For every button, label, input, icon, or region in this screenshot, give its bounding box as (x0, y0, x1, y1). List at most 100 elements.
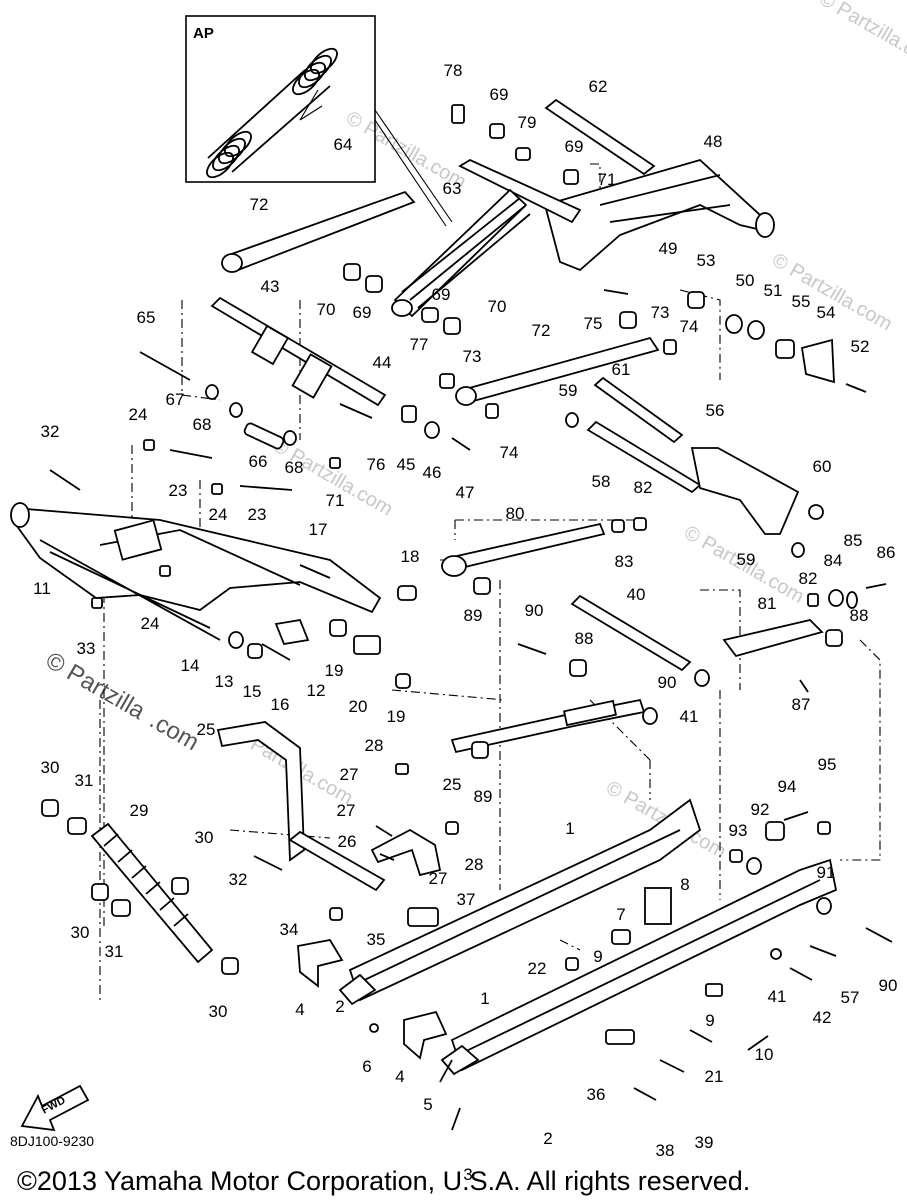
part-callout-85: 85 (844, 531, 863, 550)
part-callout-30: 30 (71, 923, 90, 942)
part-callout-66: 66 (249, 452, 268, 471)
part-callout-86: 86 (877, 543, 896, 562)
part-callout-27: 27 (340, 765, 359, 784)
part-callout-71: 71 (598, 170, 617, 189)
part-callout-39: 39 (695, 1133, 714, 1152)
part-callout-38: 38 (656, 1141, 675, 1160)
part-callout-89: 89 (464, 606, 483, 625)
part-callout-32: 32 (41, 422, 60, 441)
guard-part (297, 939, 344, 988)
parts: FWD (10, 98, 893, 1132)
part-callout-56: 56 (706, 401, 725, 420)
part-callout-19: 19 (387, 707, 406, 726)
part-callout-53: 53 (697, 251, 716, 270)
part-callout-25: 25 (197, 720, 216, 739)
part-callout-3: 3 (463, 1165, 472, 1184)
part-callout-23: 23 (169, 481, 188, 500)
part-callout-70: 70 (317, 300, 336, 319)
part-callout-76: 76 (367, 455, 386, 474)
part-callout-19: 19 (325, 661, 344, 680)
part-callout-63: 63 (443, 179, 462, 198)
part-callout-24: 24 (129, 405, 148, 424)
part-callout-58: 58 (592, 472, 611, 491)
part-callout-23: 23 (248, 505, 267, 524)
part-callout-26: 26 (338, 832, 357, 851)
shaft-part (544, 98, 656, 176)
part-callout-55: 55 (792, 292, 811, 311)
part-callout-52: 52 (851, 337, 870, 356)
part-callout-54: 54 (817, 303, 836, 322)
part-callout-49: 49 (659, 239, 678, 258)
part-callout-35: 35 (367, 930, 386, 949)
part-callout-30: 30 (209, 1002, 228, 1021)
copyright-notice: ©2013 Yamaha Motor Corporation, U.S.A. A… (17, 1166, 750, 1196)
inset-ap: AP (185, 15, 376, 183)
part-callout-16: 16 (271, 695, 290, 714)
part-callout-93: 93 (729, 821, 748, 840)
shaft-part (446, 522, 606, 572)
part-callout-77: 77 (410, 335, 429, 354)
part-callout-65: 65 (137, 308, 156, 327)
part-callout-57: 57 (841, 988, 860, 1007)
part-callout-27: 27 (429, 869, 448, 888)
part-callout-59: 59 (559, 381, 578, 400)
part-callout-41: 41 (680, 707, 699, 726)
part-callout-68: 68 (193, 415, 212, 434)
part-callout-28: 28 (465, 855, 484, 874)
part-callout-91: 91 (817, 863, 836, 882)
part-callout-70: 70 (488, 297, 507, 316)
part-callout-2: 2 (335, 997, 344, 1016)
part-callout-36: 36 (587, 1085, 606, 1104)
bolts (49, 289, 893, 1131)
part-callout-17: 17 (309, 520, 328, 539)
part-callout-4: 4 (295, 1000, 304, 1019)
part-callout-61: 61 (612, 360, 631, 379)
part-callout-95: 95 (818, 755, 837, 774)
part-callout-64: 64 (334, 135, 353, 154)
part-callout-11: 11 (33, 579, 51, 598)
part-callout-75: 75 (584, 314, 603, 333)
part-callout-79: 79 (518, 113, 537, 132)
slide-rail-part (440, 858, 838, 1076)
part-callout-28: 28 (365, 736, 384, 755)
part-callout-5: 5 (423, 1095, 432, 1114)
part-callout-45: 45 (397, 455, 416, 474)
part-callout-24: 24 (141, 614, 160, 633)
part-callout-42: 42 (813, 1008, 832, 1027)
slide-rail-part (338, 798, 702, 1006)
part-callout-69: 69 (490, 85, 509, 104)
watermark-large: .com (145, 707, 204, 756)
part-callout-22: 22 (528, 959, 547, 978)
part-callout-9: 9 (593, 947, 602, 966)
part-callout-21: 21 (705, 1067, 724, 1086)
part-callout-94: 94 (778, 777, 797, 796)
part-callout-51: 51 (764, 281, 783, 300)
bellows-boot-part (206, 47, 338, 179)
small-hardware (41, 104, 858, 1045)
part-callout-10: 10 (755, 1045, 774, 1064)
front-shock-part (90, 822, 214, 964)
shaft-part (288, 830, 386, 892)
part-callout-82: 82 (634, 478, 653, 497)
part-callout-2: 2 (543, 1129, 552, 1148)
part-callout-7: 7 (616, 905, 625, 924)
pivot-shaft-part (210, 296, 387, 407)
part-callout-4: 4 (395, 1067, 404, 1086)
strap-part (370, 828, 442, 877)
part-callout-81: 81 (758, 594, 777, 613)
part-callout-88: 88 (575, 629, 594, 648)
part-callout-78: 78 (444, 61, 463, 80)
figure-code: 8DJ100-9230 (10, 1133, 94, 1149)
part-callout-69: 69 (432, 285, 451, 304)
part-callout-13: 13 (215, 672, 234, 691)
part-callout-48: 48 (704, 132, 723, 151)
part-callout-59: 59 (737, 550, 756, 569)
part-callout-60: 60 (813, 457, 832, 476)
rear-arm-part (543, 158, 775, 272)
part-callout-1: 1 (480, 989, 489, 1008)
part-callout-83: 83 (615, 552, 634, 571)
part-callout-31: 31 (75, 771, 94, 790)
part-callout-8: 8 (680, 875, 689, 894)
part-callout-40: 40 (627, 585, 646, 604)
part-callout-73: 73 (463, 347, 482, 366)
